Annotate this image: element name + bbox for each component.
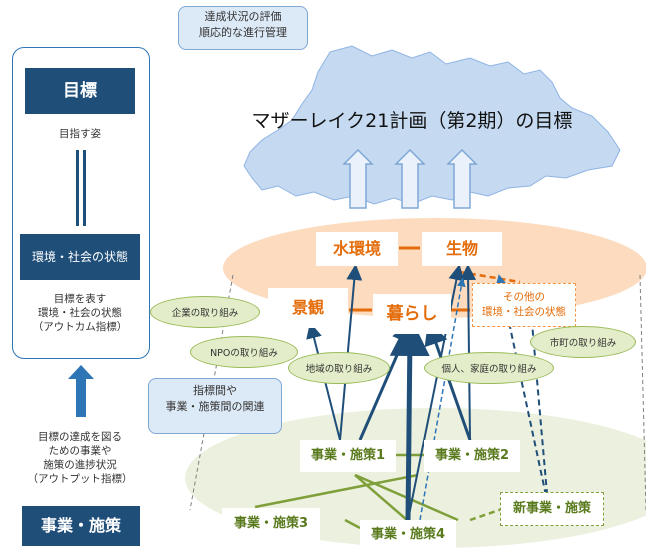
evaluation-callout-line2: 順応的な進行管理 — [199, 26, 287, 39]
biology-box: 生物 — [422, 232, 502, 266]
relation-callout-line1: 指標間や — [193, 384, 237, 397]
goal-label: 目標 — [25, 68, 135, 114]
state-desc-line1: 目標を表す — [53, 293, 107, 305]
state-label: 環境・社会の状態 — [20, 234, 140, 280]
main-title: マザーレイク21計画（第2期）の目標 — [251, 110, 573, 132]
progress-desc-line2: ための事業や — [48, 445, 112, 457]
relation-callout: 指標間や 事業・施策間の関連 — [148, 378, 282, 434]
up-arrows — [342, 148, 478, 209]
municipal-efforts: 市町の取り組み — [530, 326, 636, 358]
landscape-box: 景観 — [268, 288, 348, 328]
state-description: 目標を表す 環境・社会の状態 （アウトカム指標） — [15, 292, 145, 334]
other-state-line1: その他の — [503, 291, 545, 303]
equals-divider-2 — [83, 150, 86, 226]
progress-desc-line1: 目標の達成を図る — [38, 431, 122, 443]
progress-description: 目標の達成を図る ための事業や 施策の進捗状況 （アウトプット指標） — [10, 430, 150, 486]
relation-callout-line2: 事業・施策間の関連 — [165, 400, 265, 413]
living-box: 暮らし — [373, 294, 451, 334]
equals-divider — [76, 150, 79, 226]
project-2-box: 事業・施策2 — [424, 440, 520, 472]
other-state-line2: 環境・社会の状態 — [482, 306, 566, 318]
new-project-box: 新事業・施策 — [500, 492, 604, 526]
progress-desc-line4: （アウトプット指標） — [27, 473, 133, 485]
projects-label: 事業・施策 — [22, 506, 140, 546]
regional-efforts: 地域の取り組み — [288, 352, 390, 384]
other-state-box: その他の 環境・社会の状態 — [472, 283, 576, 327]
outcome-arrows — [306, 264, 549, 521]
state-desc-line2: 環境・社会の状態 — [38, 307, 122, 319]
left-panel-frame — [12, 47, 150, 359]
progress-desc-line3: 施策の進捗状況 — [43, 459, 117, 471]
project-1-box: 事業・施策1 — [300, 440, 396, 472]
progress-up-arrow — [68, 365, 94, 417]
project-4-box: 事業・施策4 — [360, 520, 456, 550]
evaluation-callout-line1: 達成状況の評価 — [204, 10, 282, 23]
project-3-box: 事業・施策3 — [222, 508, 320, 540]
individual-efforts: 個人、家庭の取り組み — [424, 352, 554, 384]
goal-description: 目指す姿 — [59, 128, 101, 140]
state-desc-line3: （アウトカム指標） — [32, 321, 128, 333]
evaluation-callout: 達成状況の評価 順応的な進行管理 — [178, 6, 308, 50]
water-environment-box: 水環境 — [316, 232, 398, 266]
lake-map — [243, 45, 621, 205]
npo-efforts: NPOの取り組み — [190, 336, 298, 368]
corporate-efforts: 企業の取り組み — [150, 296, 260, 328]
